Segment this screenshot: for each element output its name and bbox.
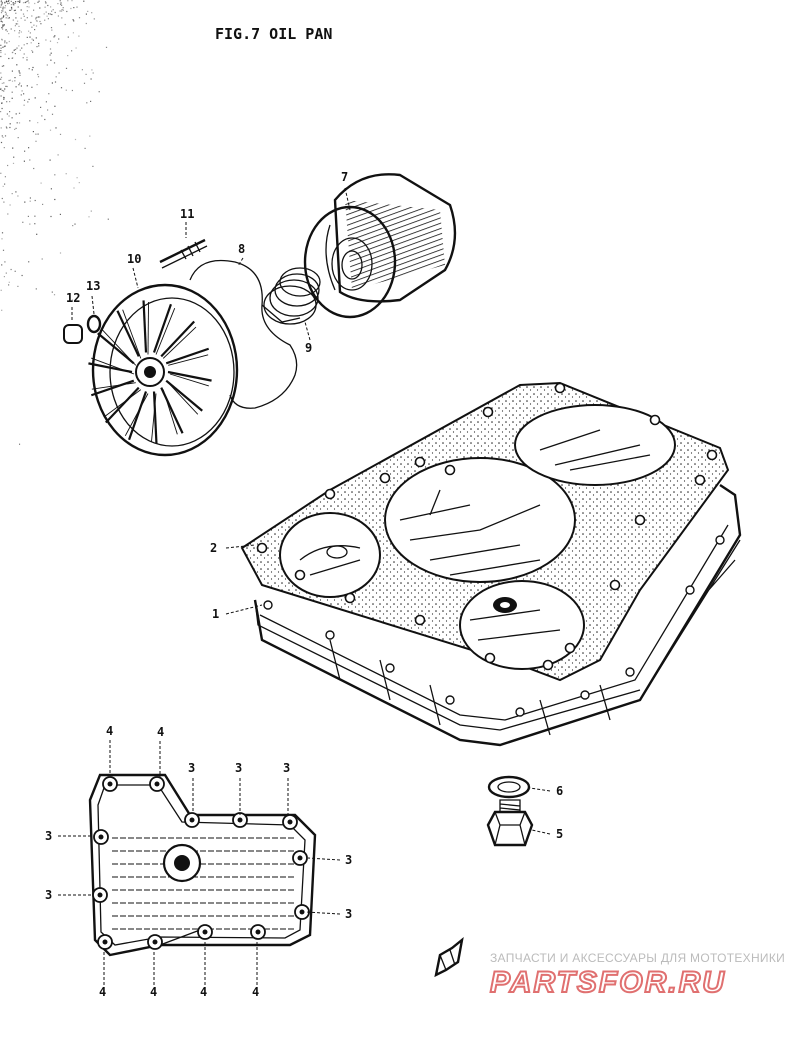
callout-6: 6 <box>556 784 563 798</box>
watermark: ЗАПЧАСТИ И АКСЕССУАРЫ ДЛЯ МОТОТЕХНИКИ PA… <box>489 951 785 1000</box>
stud-bolt <box>159 238 208 269</box>
oil-filter <box>303 173 457 319</box>
direction-mark <box>434 937 464 978</box>
watermark-tagline: ЗАПЧАСТИ И АКСЕССУАРЫ ДЛЯ МОТОТЕХНИКИ <box>490 951 785 965</box>
drain-washer <box>487 775 531 799</box>
drain-plug <box>486 799 534 847</box>
callout-13: 13 <box>86 279 100 293</box>
callout-5: 5 <box>556 827 563 841</box>
callout-2: 2 <box>210 541 217 555</box>
callout-4: 4 <box>99 985 106 999</box>
leader-lines <box>58 187 551 985</box>
oil-pan-bottom-view <box>88 773 317 957</box>
callout-4: 4 <box>157 725 164 739</box>
callout-4: 4 <box>106 724 113 738</box>
oil-pan <box>253 484 742 747</box>
pan-interior <box>299 429 651 641</box>
o-ring <box>189 259 298 409</box>
callout-3: 3 <box>235 761 242 775</box>
callout-9: 9 <box>305 341 312 355</box>
callout-10: 10 <box>127 252 141 266</box>
filter-cover <box>88 283 239 457</box>
figure-title: FIG.7 OIL PAN <box>215 25 332 43</box>
cap-nut <box>63 324 83 344</box>
callout-4: 4 <box>150 985 157 999</box>
callout-8: 8 <box>238 242 245 256</box>
washer-small <box>86 314 102 334</box>
callout-3: 3 <box>345 853 352 867</box>
callout-4: 4 <box>200 985 207 999</box>
callout-7: 7 <box>341 170 348 184</box>
scan-noise <box>0 0 109 445</box>
filter-spring <box>261 267 321 325</box>
callout-3: 3 <box>188 761 195 775</box>
callout-3: 3 <box>283 761 290 775</box>
callout-12: 12 <box>66 291 80 305</box>
callout-3: 3 <box>345 907 352 921</box>
watermark-logo: PARTSFOR.RU <box>490 966 726 999</box>
oil-pan-gasket <box>240 381 730 682</box>
callout-3: 3 <box>45 829 52 843</box>
callout-1: 1 <box>212 607 219 621</box>
callout-3: 3 <box>45 888 52 902</box>
callout-11: 11 <box>180 207 194 221</box>
callout-labels: 1 2 5 6 7 8 9 10 11 12 13 3 3 3 3 3 3 3 … <box>45 170 563 999</box>
callout-4: 4 <box>252 985 259 999</box>
